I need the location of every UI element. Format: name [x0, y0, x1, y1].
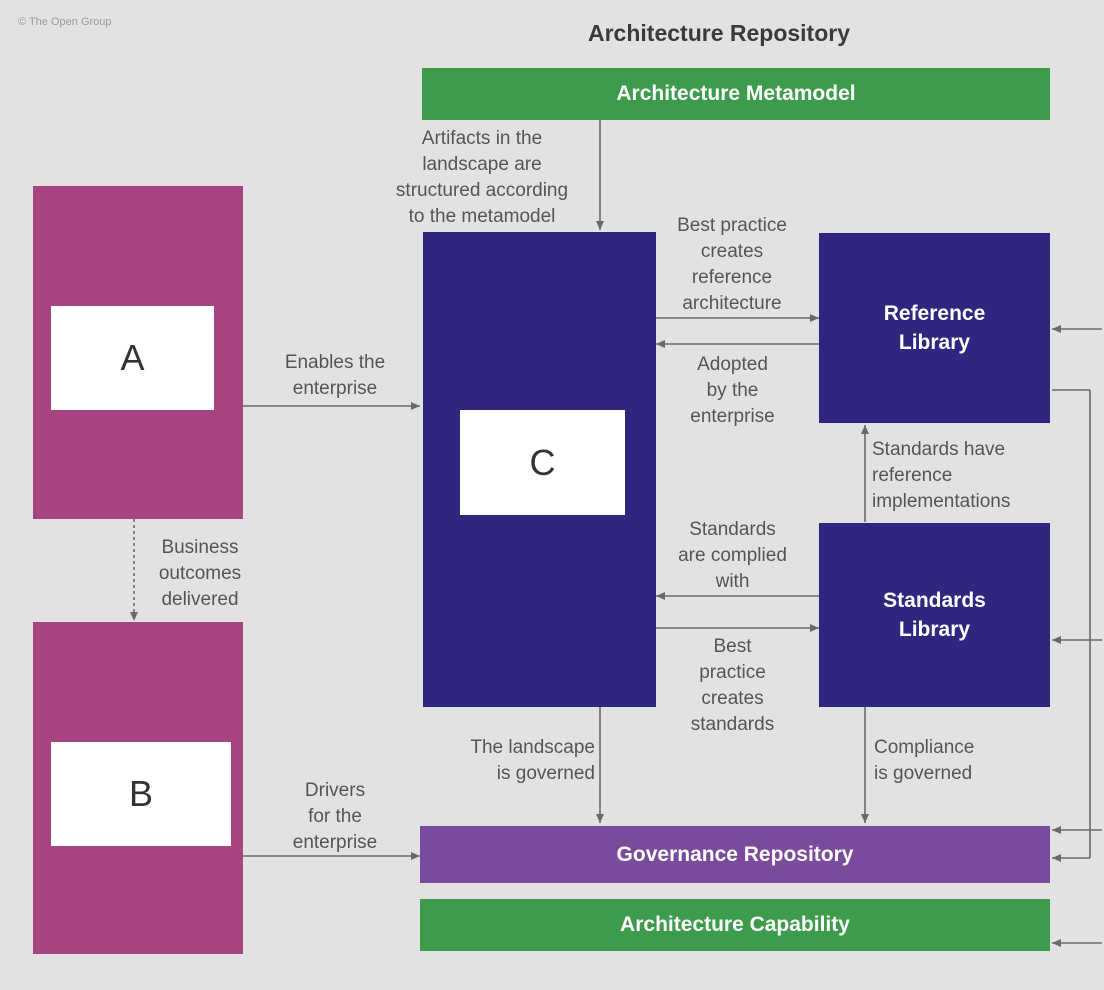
- copyright-text: © The Open Group: [18, 16, 112, 28]
- annotation-business-outcomes: Business outcomes delivered: [158, 537, 242, 610]
- diagram-title: Architecture Repository: [588, 20, 851, 46]
- box-a-label-panel: A: [51, 306, 214, 410]
- annotation-drivers: Drivers for the enterprise: [292, 780, 378, 853]
- box-c-label-panel: C: [460, 410, 625, 515]
- architecture-metamodel-label: Architecture Metamodel: [616, 82, 856, 105]
- box-b-letter: B: [128, 773, 153, 814]
- box-b-label-panel: B: [51, 742, 231, 846]
- annotation-landscape-governed: The landscape is governed: [470, 737, 595, 784]
- architecture-capability-label: Architecture Capability: [620, 913, 850, 936]
- annotation-compliance-governed: Compliance is governed: [874, 737, 975, 784]
- reference-library-label: Reference Library: [883, 302, 986, 354]
- architecture-metamodel-bar: Architecture Metamodel: [422, 68, 1050, 120]
- annotation-best-practice-reference: Best practice creates reference architec…: [677, 215, 787, 314]
- governance-repository-bar: Governance Repository: [420, 826, 1050, 883]
- box-a-letter: A: [120, 337, 145, 378]
- box-c-letter: C: [529, 441, 556, 483]
- box-b: B: [33, 622, 243, 954]
- reference-library-box: Reference Library: [819, 233, 1050, 423]
- standards-library-label: Standards Library: [883, 589, 986, 641]
- standards-library-box: Standards Library: [819, 523, 1050, 707]
- annotation-standards-reference-implementations: Standards have reference implementations: [872, 439, 1011, 512]
- box-a: A: [33, 186, 243, 519]
- annotation-standards-complied: Standards are complied with: [678, 519, 787, 592]
- architecture-capability-bar: Architecture Capability: [420, 899, 1050, 951]
- annotation-artifacts: Artifacts in the landscape are structure…: [395, 128, 569, 227]
- box-c: C: [423, 232, 656, 707]
- governance-repository-label: Governance Repository: [616, 842, 854, 866]
- annotation-enables: Enables the enterprise: [284, 352, 386, 399]
- annotation-adopted: Adopted by the enterprise: [690, 354, 775, 427]
- annotation-best-practice-standards: Best practice creates standards: [690, 636, 775, 735]
